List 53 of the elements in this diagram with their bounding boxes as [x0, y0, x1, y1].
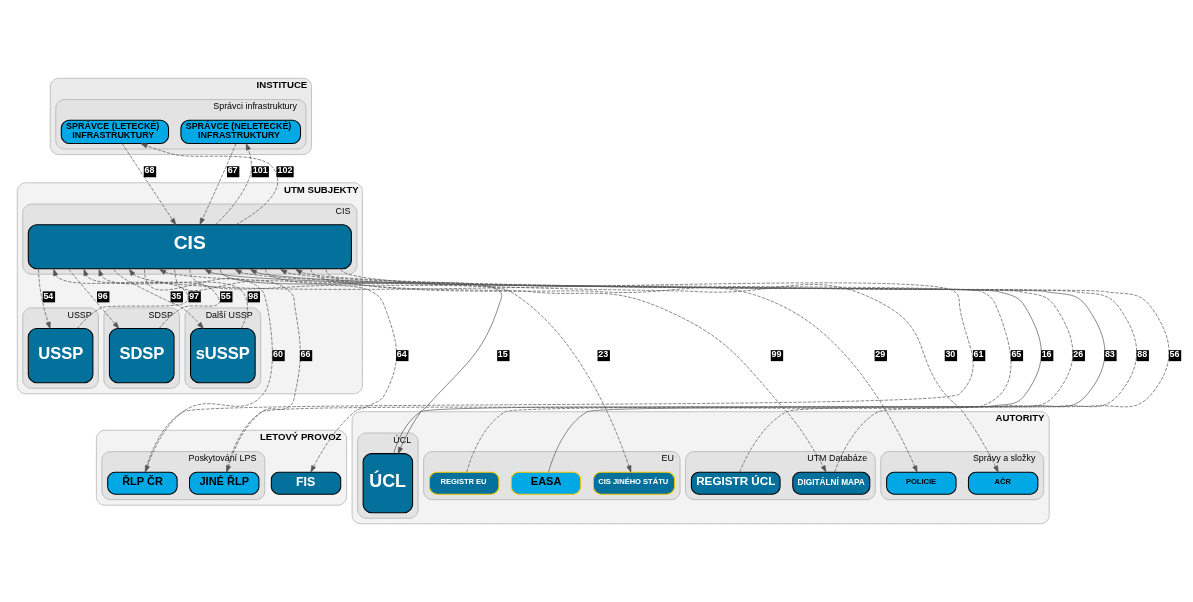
- node-box: JINÉ ŘLP: [189, 471, 260, 495]
- edge-label: 55: [220, 290, 231, 301]
- arrow: [38, 269, 51, 329]
- edge-label: 66: [300, 349, 311, 360]
- edge-label: 54: [43, 290, 54, 301]
- node-box: SDSP: [108, 328, 175, 384]
- edge-label: 68: [144, 165, 155, 176]
- edge-label: 56: [1169, 349, 1180, 360]
- edge-label: 26: [1073, 349, 1084, 360]
- edge-label: 97: [189, 290, 200, 301]
- edge-label: 65: [1011, 349, 1022, 360]
- node-box: sUSSP: [190, 328, 256, 384]
- node-box: USSP: [27, 328, 94, 384]
- node-box: ÚCL: [362, 453, 414, 514]
- edge-label: 101: [252, 165, 268, 176]
- node-box: SPRÁVCE (NELETECKÉ) INFRASTRUKTURY: [180, 119, 302, 145]
- arrow: [144, 269, 273, 473]
- node-box: POLICIE: [886, 471, 957, 495]
- arrow: [215, 143, 252, 225]
- edge-label: 102: [277, 165, 293, 176]
- node-box: SPRÁVCE (LETECKÉ) INFRASTRUKTURY: [60, 119, 170, 145]
- edge-label: 16: [1041, 349, 1052, 360]
- node-box: EASA: [510, 471, 582, 495]
- arrow: [83, 269, 220, 329]
- node-box: CIS JINÉHO STÁTU: [592, 471, 676, 495]
- node-box: AČR: [967, 471, 1039, 495]
- node-box: REGISTR ÚCL: [690, 471, 781, 495]
- arrow: [174, 269, 301, 473]
- edge-label: 30: [945, 349, 956, 360]
- arrow: [53, 269, 189, 329]
- arrow: [265, 269, 632, 473]
- node-box: FIS: [270, 471, 342, 495]
- node-box: ŘLP ČR: [107, 471, 178, 495]
- edge-label: 29: [875, 349, 886, 360]
- edge-label: 83: [1104, 349, 1115, 360]
- edge-label: 99: [771, 349, 782, 360]
- edge-label: 61: [973, 349, 984, 360]
- arrow: [310, 269, 827, 473]
- edge-label: 60: [273, 349, 283, 360]
- edge-label: 88: [1137, 349, 1148, 360]
- arrow: [121, 143, 177, 225]
- edge-label: 35: [171, 290, 182, 301]
- node-box: REGISTR EU: [428, 471, 500, 495]
- edge-label: 96: [97, 290, 108, 301]
- edge-label: 67: [227, 165, 238, 176]
- arrow: [68, 269, 120, 329]
- arrow: [204, 269, 1042, 454]
- edge-label: 64: [396, 349, 407, 360]
- node-box: CIS: [27, 224, 352, 270]
- edge-label: 23: [598, 349, 609, 360]
- arrow: [199, 143, 237, 225]
- edge-label: 98: [248, 290, 259, 301]
- edge-label: 15: [497, 349, 508, 360]
